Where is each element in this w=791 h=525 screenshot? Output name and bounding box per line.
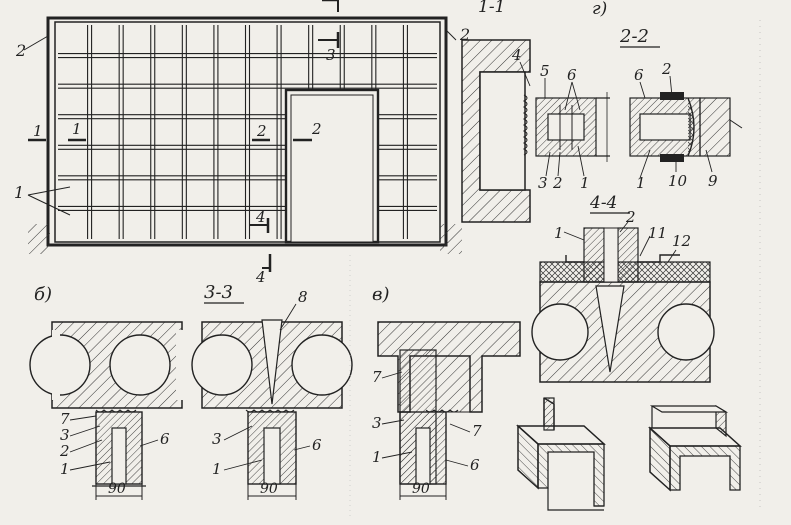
elev-label: 1 (72, 120, 82, 138)
callout-b: 3 (60, 426, 70, 444)
dim-b: 90 (108, 481, 126, 497)
callout-1-1: 1 (580, 174, 590, 192)
callout-3-3: 8 (298, 288, 308, 306)
callout-2-2: 9 (708, 172, 718, 190)
callout-1-1: 6 (567, 66, 577, 84)
dim-v: 90 (412, 481, 430, 497)
profile-isometric-right (648, 404, 742, 492)
callout-3-3: 6 (312, 436, 322, 454)
callout-v: 6 (470, 456, 480, 474)
elev-label: 2 (459, 25, 470, 44)
callout-1-1: 3 (538, 174, 548, 192)
elev-label: 1 (14, 183, 24, 202)
callout-v: 7 (372, 368, 382, 386)
callout-b: 7 (60, 410, 70, 428)
callout-v: 7 (472, 422, 482, 440)
callout-v: 3 (372, 414, 382, 432)
elev-label: 4 (255, 268, 266, 286)
callout-3-3: 3 (212, 430, 222, 448)
elev-label: 3 (326, 46, 336, 64)
title-b: б) (34, 284, 52, 305)
dim-3-3: 90 (260, 481, 278, 497)
callout-2-2: 6 (634, 66, 644, 84)
elev-label: 2 (256, 122, 267, 140)
title-1-1: 1-1 (478, 0, 505, 17)
callout-2-2: 10 (668, 172, 688, 190)
callout-b: 6 (160, 430, 170, 448)
grid-studs (58, 25, 437, 239)
callout-b: 1 (60, 460, 70, 478)
title-3-3: 3-3 (204, 282, 233, 303)
section-4-4: 4-4 1 2 11 12 (531, 193, 715, 383)
title-2-2: 2-2 (619, 26, 649, 47)
elev-label: 4 (255, 208, 266, 226)
title-g: г) (592, 0, 607, 19)
callout-b: 2 (59, 442, 70, 460)
callout-4-4: 11 (648, 224, 667, 242)
callout-1-1: 4 (511, 46, 522, 64)
elev-label: 2 (311, 120, 322, 138)
profile-isometric-left (516, 397, 606, 511)
elev-label: 2 (15, 41, 26, 60)
partition-elevation: 1 2 2 1 1 2 2 3 4 4 (14, 0, 470, 286)
detail-v: в) 90 7 3 7 1 6 (372, 284, 521, 500)
sections-1-1-2-2: 1-1 г) 2-2 4 5 6 3 2 1 6 2 (461, 0, 743, 223)
callout-4-4: 12 (672, 232, 691, 250)
detail-b: б) 90 7 3 2 1 6 (29, 284, 186, 500)
callout-3-3: 1 (212, 460, 222, 478)
callout-v: 1 (372, 448, 382, 466)
callout-2-2: 1 (636, 174, 646, 192)
detail-3-3: 3-3 90 8 3 1 6 (191, 282, 353, 500)
callout-4-4: 2 (625, 208, 636, 226)
callout-1-1: 5 (540, 62, 550, 80)
callout-4-4: 1 (554, 224, 564, 242)
title-v: в) (372, 284, 390, 305)
callout-1-1: 2 (552, 174, 563, 192)
callout-2-2: 2 (661, 60, 672, 78)
elev-label: 1 (33, 122, 43, 140)
title-4-4: 4-4 (589, 193, 617, 213)
